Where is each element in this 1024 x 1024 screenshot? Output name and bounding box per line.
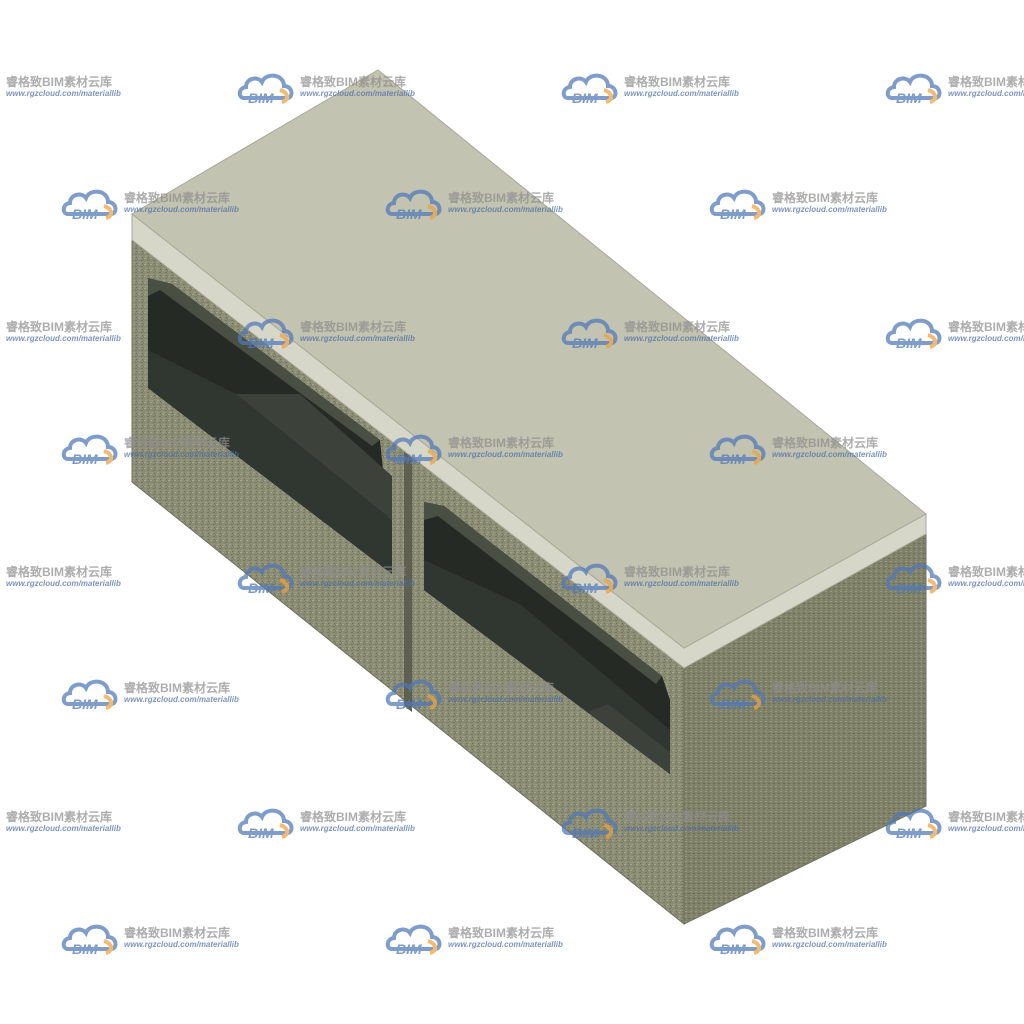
right-cavity-step	[588, 704, 670, 774]
block-center-seam	[404, 448, 412, 712]
left-cavity-floor	[148, 350, 392, 574]
block-top-face	[131, 69, 927, 649]
right-cavity-inner-wall	[424, 502, 662, 684]
left-cavity-inner-wall	[148, 278, 380, 446]
left-cavity-step	[236, 394, 392, 520]
